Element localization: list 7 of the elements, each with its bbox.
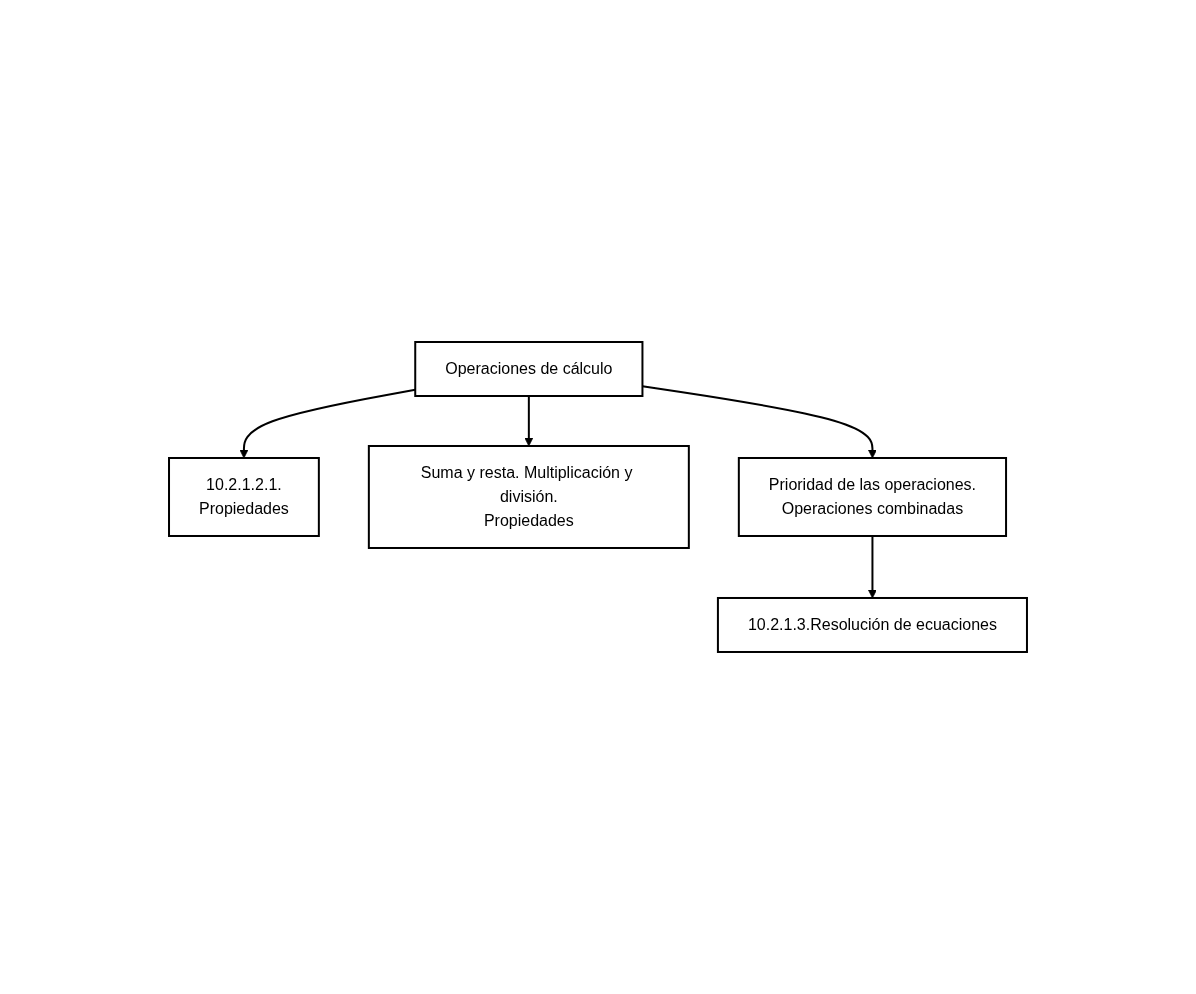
- node-box: Operaciones de cálculo: [414, 341, 644, 397]
- arrow: [524, 395, 534, 447]
- node-box: 10.2.1.2.1. Propiedades: [168, 457, 320, 537]
- node-box: 10.2.1.3.Resolución de ecuaciones: [716, 597, 1028, 653]
- node-box: Prioridad de las operaciones. Operaciones combinadas: [737, 457, 1008, 537]
- node-box: Suma y resta. Multiplicación y división. Propiedades: [367, 445, 690, 549]
- arrow: [868, 535, 877, 599]
